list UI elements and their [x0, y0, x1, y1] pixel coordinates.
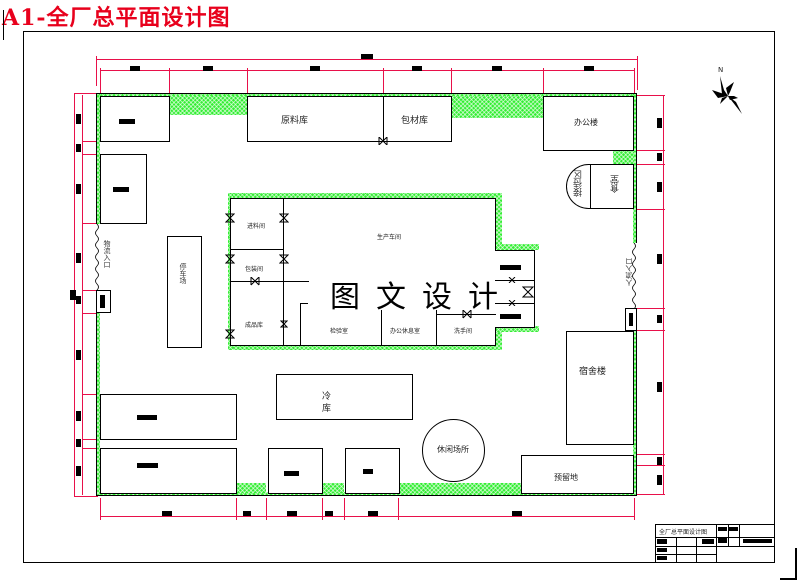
- drawing-frame: [23, 31, 775, 563]
- building-packaging-warehouse: 包材库: [383, 96, 452, 142]
- compass-rose-icon: [712, 76, 742, 114]
- valve-icon: [280, 320, 288, 328]
- valve-icon: [225, 213, 235, 223]
- frame-corner-bottom: [780, 578, 796, 580]
- valve-icon: [522, 286, 534, 298]
- building-raw-material-warehouse: 原料库: [247, 96, 384, 142]
- building-canteen: 食堂: [590, 164, 634, 209]
- greenbelt-bottom: [96, 492, 637, 496]
- valve-icon: [279, 254, 289, 264]
- building-office: 办公楼: [543, 96, 634, 151]
- compass-north-label: N: [718, 66, 724, 74]
- building-dormitory: 宿舍楼: [566, 331, 634, 445]
- watermark: 图文设计: [330, 280, 514, 315]
- valve-icon: [225, 254, 235, 264]
- valve-icon: [250, 277, 260, 286]
- east-guardhouse: [625, 308, 637, 331]
- building-northwest: [100, 96, 170, 142]
- west-guardhouse: [96, 290, 111, 313]
- building-leisure-area: 休闲场所: [422, 419, 485, 482]
- building-parking: 停车场: [167, 236, 202, 348]
- building-cold-storage: 冷 库: [276, 374, 413, 420]
- building-west-middle: [100, 154, 147, 224]
- frame-corner-right: [795, 548, 797, 580]
- valve-icon: [462, 310, 472, 319]
- east-gate-icon: [632, 243, 636, 309]
- west-gate-icon: [95, 224, 99, 290]
- drawing-title: A1-全厂总平面设计图: [2, 5, 231, 31]
- greenbelt-top: [96, 93, 637, 97]
- valve-icon: [378, 137, 388, 145]
- building-south-2: [345, 448, 400, 494]
- valve-icon: [508, 300, 516, 306]
- valve-icon: [508, 277, 516, 283]
- title-block-name: 全厂总平面设计图: [659, 529, 708, 536]
- building-south-1: [268, 448, 323, 494]
- valve-icon: [279, 213, 289, 223]
- building-production-workshop: [230, 198, 496, 346]
- building-reserved-land: 预留地: [521, 455, 634, 494]
- valve-icon: [225, 329, 235, 339]
- frame-corner-left: [3, 10, 4, 40]
- title-block: 全厂总平面设计图: [655, 524, 775, 563]
- west-entrance-label: 物流入口: [103, 240, 111, 268]
- building-southwest-lower: [100, 448, 237, 494]
- east-entrance-label: 人流入口: [625, 258, 633, 286]
- building-southwest-upper: [100, 394, 237, 440]
